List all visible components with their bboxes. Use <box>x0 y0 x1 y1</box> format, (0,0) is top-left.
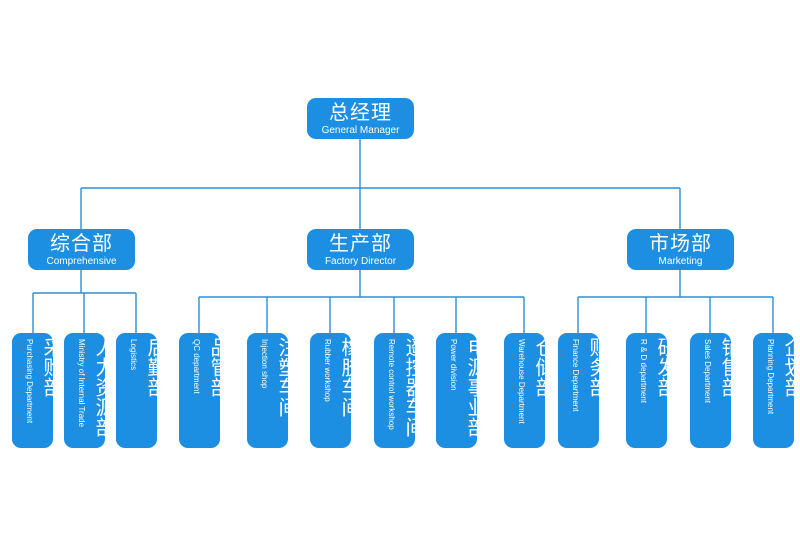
node-rubber-workshop: 橡胶车间 Rubber workshop <box>310 333 362 448</box>
node-sales-zh: 销售部 <box>718 337 742 397</box>
node-warehouse-en: Warehouse Department <box>517 339 526 424</box>
node-purchasing: 采购部 Purchasing Department <box>12 333 64 448</box>
node-injection-shop: 注塑车间 Injection shop <box>247 333 299 448</box>
node-qc-en: QC department <box>192 339 201 394</box>
node-remote-control-workshop: 遥控器车间 Remote control workshop <box>374 333 426 448</box>
node-power-division-en: Power division <box>449 339 458 391</box>
node-purchasing-en: Purchasing Department <box>25 339 34 424</box>
node-factory-director-zh: 生产部 <box>329 230 392 255</box>
node-remote-control-workshop-en: Remote control workshop <box>387 339 396 430</box>
node-comprehensive: 综合部 Comprehensive <box>28 229 135 270</box>
node-rd: 研发部 R & D department <box>626 333 678 448</box>
node-factory-director-en: Factory Director <box>324 255 397 267</box>
node-rd-zh: 研发部 <box>654 337 678 397</box>
node-planning-en: Planning Department <box>766 339 775 415</box>
node-remote-control-workshop-zh: 遥控器车间 <box>402 337 426 437</box>
node-rd-en: R & D department <box>639 339 648 404</box>
node-qc-zh: 品管部 <box>207 337 231 397</box>
node-marketing-zh: 市场部 <box>649 230 712 255</box>
node-sales: 销售部 Sales Department <box>690 333 742 448</box>
node-finance-en: Finance Department <box>571 339 580 412</box>
node-sales-en: Sales Department <box>703 339 712 404</box>
node-logistics-en: Logistics <box>129 339 138 371</box>
node-comprehensive-en: Comprehensive <box>46 255 117 267</box>
node-warehouse: 仓储部 Warehouse Department <box>504 333 556 448</box>
node-human-resources: 人力资源部 Ministry of Internal Trade <box>64 333 116 448</box>
node-finance-zh: 财务部 <box>586 337 610 397</box>
node-general-manager-en: General Manager <box>321 124 400 136</box>
node-injection-shop-en: Injection shop <box>260 339 269 389</box>
node-logistics-zh: 后勤部 <box>144 337 168 397</box>
node-injection-shop-zh: 注塑车间 <box>275 337 299 417</box>
node-power-division-zh: 电源事业部 <box>464 337 488 437</box>
node-marketing: 市场部 Marketing <box>627 229 734 270</box>
node-rubber-workshop-en: Rubber workshop <box>323 339 332 402</box>
node-logistics: 后勤部 Logistics <box>116 333 168 448</box>
node-general-manager-zh: 总经理 <box>329 99 392 124</box>
node-marketing-en: Marketing <box>658 255 703 267</box>
node-planning-zh: 企划部 <box>781 337 800 397</box>
node-rubber-workshop-zh: 橡胶车间 <box>338 337 362 417</box>
node-qc: 品管部 QC department <box>179 333 231 448</box>
node-comprehensive-zh: 综合部 <box>50 230 113 255</box>
node-general-manager: 总经理 General Manager <box>307 98 414 139</box>
node-human-resources-zh: 人力资源部 <box>92 337 116 437</box>
node-purchasing-zh: 采购部 <box>40 337 64 397</box>
node-finance: 财务部 Finance Department <box>558 333 610 448</box>
node-power-division: 电源事业部 Power division <box>436 333 488 448</box>
node-planning: 企划部 Planning Department <box>753 333 800 448</box>
node-human-resources-en: Ministry of Internal Trade <box>77 339 86 428</box>
node-warehouse-zh: 仓储部 <box>532 337 556 397</box>
node-factory-director: 生产部 Factory Director <box>307 229 414 270</box>
